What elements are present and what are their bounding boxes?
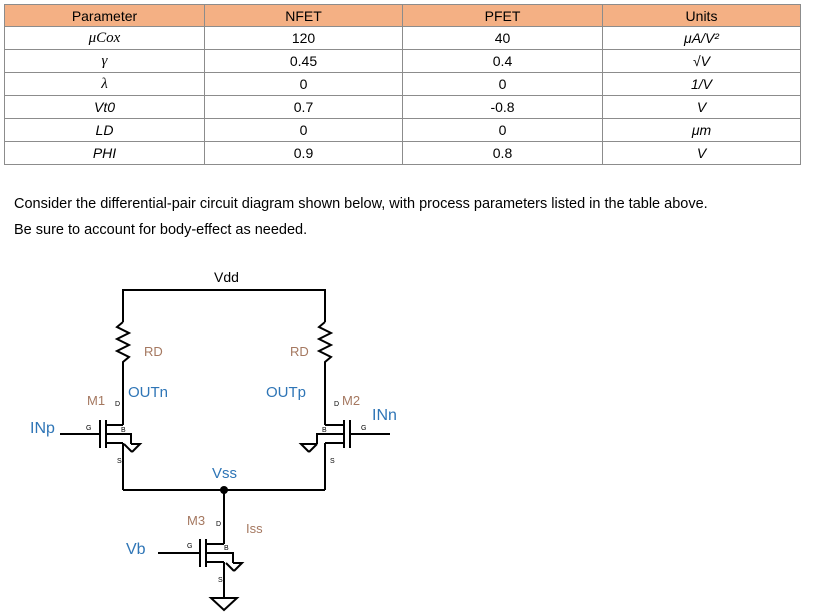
m1-label: M1 [87, 393, 105, 408]
m1-pin-g: G [86, 425, 91, 432]
nfet-cell: 0 [204, 72, 403, 96]
vdd-rail [122, 289, 326, 322]
unit-cell: μA/V² [602, 26, 801, 50]
m3-pin-d: D [216, 521, 221, 528]
nfet-cell: 0 [204, 118, 403, 142]
table-row: γ 0.45 0.4 √V [4, 49, 801, 73]
header-parameter: Parameter [4, 4, 205, 27]
param-cell: Vt0 [4, 95, 205, 119]
m3-pin-b: B [224, 545, 229, 552]
iss-label: Iss [246, 521, 263, 536]
m2-transistor [298, 420, 390, 490]
m3-label: M3 [187, 513, 205, 528]
m2-pin-d: D [334, 401, 339, 408]
pfet-cell: 0 [402, 118, 603, 142]
table-row: Vt0 0.7 -0.8 V [4, 95, 801, 119]
table-row: LD 0 0 μm [4, 118, 801, 142]
pfet-cell: 40 [402, 26, 603, 50]
parameter-table: Parameter NFET PFET Units μCox 120 40 μA… [4, 4, 801, 165]
header-nfet: NFET [204, 4, 403, 27]
nfet-cell: 0.45 [204, 49, 403, 73]
vss-node-dot [220, 486, 228, 494]
param-cell: LD [4, 118, 205, 142]
rd-right-label: RD [290, 344, 309, 359]
pfet-cell: 0 [402, 72, 603, 96]
m1-transistor [60, 420, 143, 490]
vdd-label: Vdd [214, 269, 239, 285]
m2-pin-g: G [361, 425, 366, 432]
description-line-1: Consider the differential-pair circuit d… [14, 196, 708, 212]
pfet-cell: 0.4 [402, 49, 603, 73]
m3-pin-g: G [187, 543, 192, 550]
table-row: μCox 120 40 μA/V² [4, 26, 801, 50]
nfet-cell: 0.9 [204, 141, 403, 165]
inn-label: INn [372, 407, 397, 424]
nfet-cell: 0.7 [204, 95, 403, 119]
pfet-cell: -0.8 [402, 95, 603, 119]
vss-label: Vss [212, 465, 237, 482]
table-row: λ 0 0 1/V [4, 72, 801, 96]
param-cell: PHI [4, 141, 205, 165]
ground-icon [208, 597, 240, 612]
unit-cell: μm [602, 118, 801, 142]
pfet-cell: 0.8 [402, 141, 603, 165]
rd-left-label: RD [144, 344, 163, 359]
rd-left-resistor [114, 321, 132, 425]
m1-pin-d: D [115, 401, 120, 408]
header-pfet: PFET [402, 4, 603, 27]
table-header-row: Parameter NFET PFET Units [4, 4, 801, 27]
header-units: Units [602, 4, 801, 27]
unit-cell: V [602, 141, 801, 165]
differential-pair-circuit: Vdd Vss RD RD OUTn OUTp M1 M2 M3 INp INn… [30, 269, 397, 612]
m2-pin-s: S [330, 458, 335, 465]
inp-label: INp [30, 420, 55, 437]
m3-pin-s: S [218, 577, 223, 584]
param-cell: μCox [4, 26, 205, 50]
m2-pin-b: B [322, 427, 327, 434]
nfet-cell: 120 [204, 26, 403, 50]
m1-pin-s: S [117, 458, 122, 465]
param-cell: λ [4, 72, 205, 96]
vb-label: Vb [126, 541, 146, 558]
rd-right-resistor [316, 321, 334, 425]
outn-label: OUTn [128, 384, 168, 401]
unit-cell: 1/V [602, 72, 801, 96]
m2-label: M2 [342, 393, 360, 408]
m1-pin-b: B [121, 427, 126, 434]
m3-transistor [158, 535, 245, 598]
unit-cell: √V [602, 49, 801, 73]
outp-label: OUTp [266, 384, 306, 401]
param-cell: γ [4, 49, 205, 73]
unit-cell: V [602, 95, 801, 119]
description-line-2: Be sure to account for body-effect as ne… [14, 222, 308, 238]
table-row: PHI 0.9 0.8 V [4, 141, 801, 165]
